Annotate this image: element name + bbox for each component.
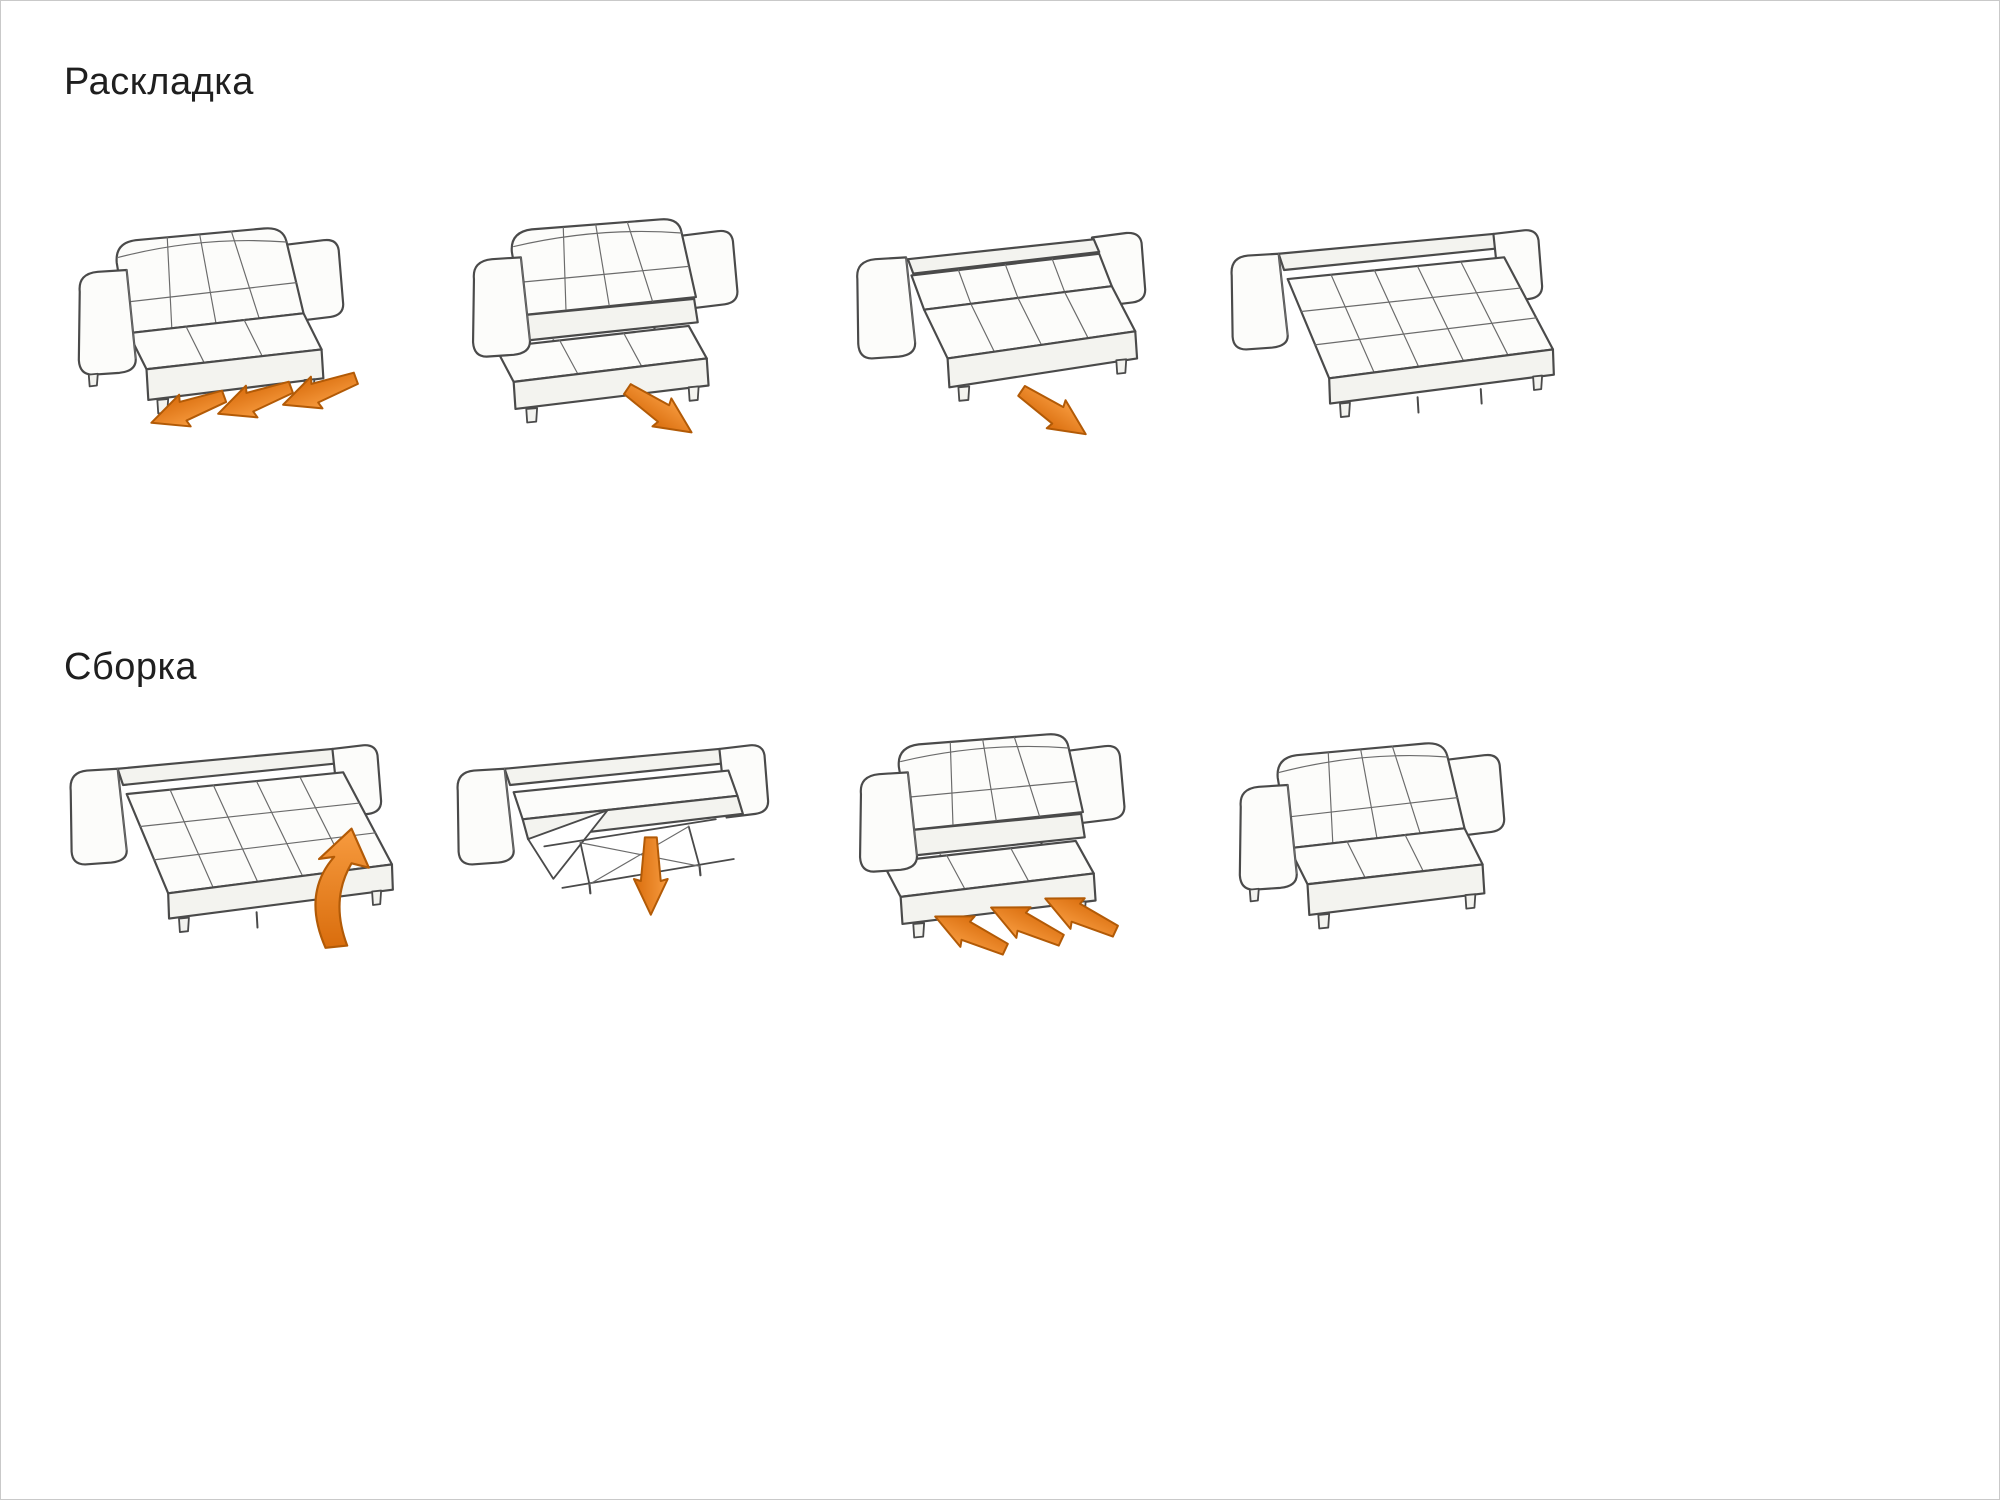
illustration-bed-unfolded: [1230, 229, 1555, 419]
step-unfold-3: [805, 196, 1184, 496]
step-fold-3: [805, 711, 1184, 1011]
step-unfold-4: [1192, 196, 1571, 496]
section-title-fold: Сборка: [64, 646, 198, 688]
section-title-unfold: Раскладка: [64, 61, 254, 103]
sofa-seat-pulled-icon: [471, 218, 739, 424]
mattress-folded-frame-icon: [456, 744, 770, 895]
sofa-closed-icon: [1238, 742, 1506, 930]
bed-unfolded-icon: [1230, 229, 1555, 419]
step-unfold-1: [31, 196, 410, 496]
illustration-bed-lift-edge: [69, 744, 394, 949]
steps-row-unfold: [31, 196, 1571, 496]
backrest-unfolding-icon: [856, 231, 1147, 402]
push-down-arrow-icon: [632, 836, 669, 916]
pull-out-arrow-icon: [1011, 375, 1097, 449]
steps-row-fold: [31, 711, 1571, 1011]
step-fold-1: [31, 711, 410, 1011]
illustration-frame-folding: [456, 744, 770, 916]
illustration-sofa-closed-final: [1238, 742, 1506, 930]
illustration-backrest-unfolding: [856, 231, 1147, 449]
illustration-seat-pushed-back: [858, 733, 1126, 964]
step-fold-4: [1192, 711, 1571, 1011]
step-fold-2: [418, 711, 797, 1011]
step-unfold-2: [418, 196, 797, 496]
illustration-sofa-seat-pulled: [471, 218, 739, 448]
illustration-sofa-closed: [77, 227, 363, 440]
